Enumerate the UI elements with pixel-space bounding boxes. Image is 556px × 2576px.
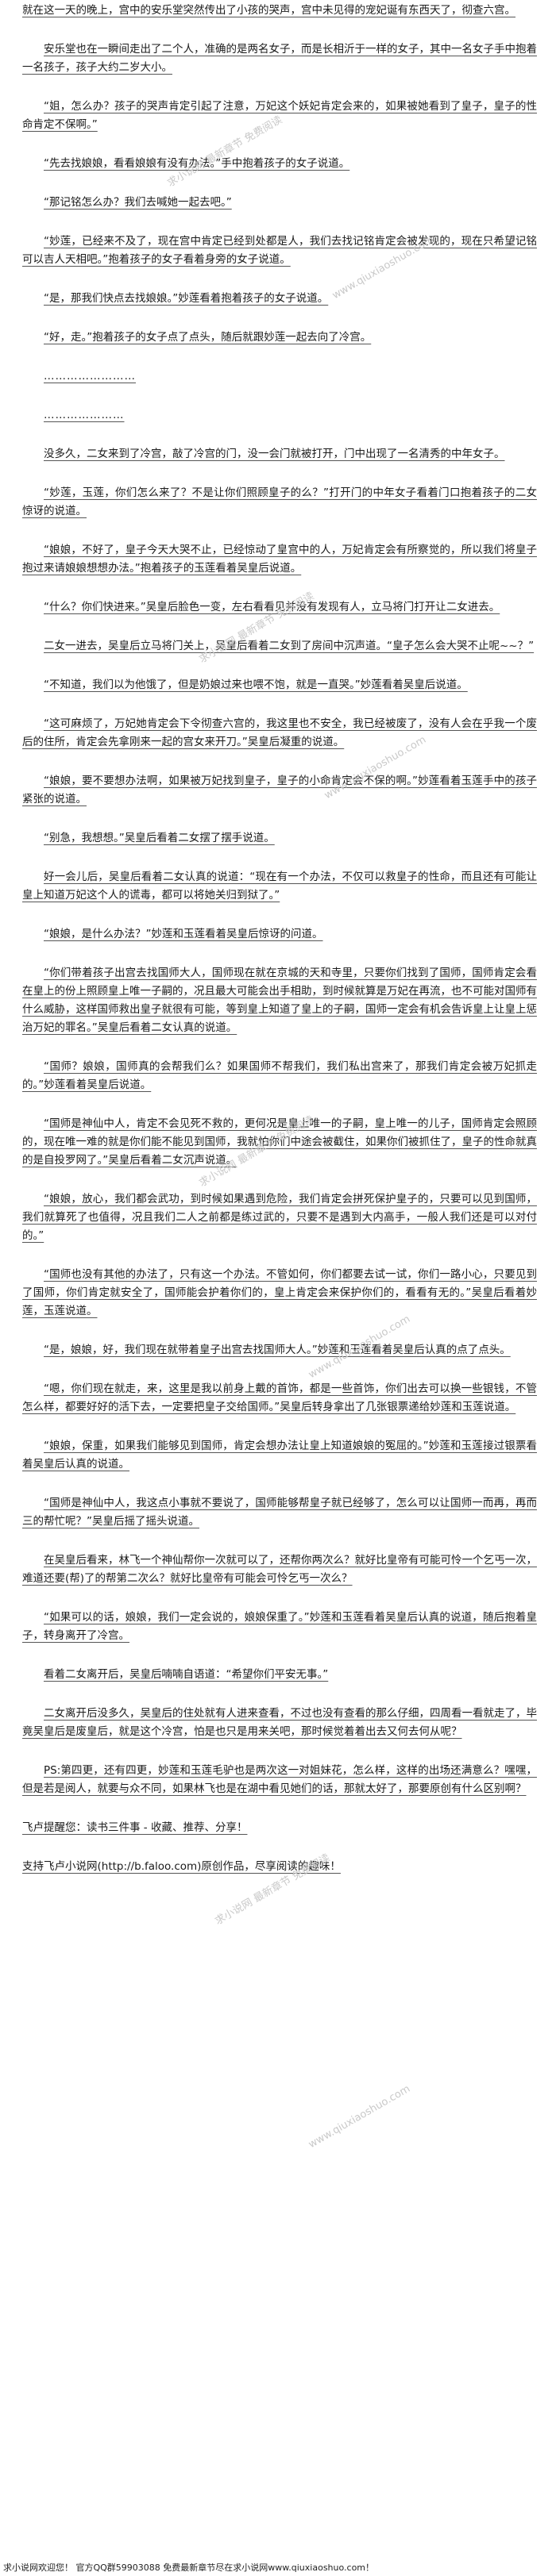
paragraph: “国师也没有其他的办法了，只有这一个办法。不管如何，你们都要去试一试，你们一路小… xyxy=(22,1268,537,1317)
paragraph: 好一会儿后，吴皇后看着二女认真的说道：“现在有一个办法，不仅可以救皇子的性命，而… xyxy=(22,871,537,902)
paragraph: “娘娘，保重，如果我们能够见到国师，肯定会想办法让皇上知道娘娘的冤屈的。”妙莲和… xyxy=(22,1440,537,1471)
paragraph: “妙莲，已经来不及了，现在宫中肯定已经到处都是人，我们去找记铭肯定会被发现的，现… xyxy=(22,235,537,266)
paragraph: 二女一进去，吴皇后立马将门关上，吴皇后看着二女到了房间中沉声道。“皇子怎么会大哭… xyxy=(44,640,535,652)
paragraph: “娘娘，要不要想办法啊，如果被万妃找到皇子，皇子的小命肯定会不保的啊。”妙莲看着… xyxy=(22,775,537,805)
paragraph: “嗯，你们现在就走，来，这里是我以前身上戴的首饰，都是一些首饰，你们出去可以换一… xyxy=(22,1382,537,1413)
reading-tip: 飞卢提醒您：读书三件事 - 收藏、推荐、分享！ xyxy=(22,1821,248,1834)
site-footer-text: 求小说网欢迎您！ 官方QQ群59903088 免费最新章节尽在求小说网www.q… xyxy=(3,2563,375,2573)
paragraph: “是，那我们快点去找娘娘。”妙莲看着抱着孩子的女子说道。 xyxy=(44,292,329,305)
paragraph: “姐，怎么办？孩子的哭声肯定引起了注意，万妃这个妖妃肯定会来的，如果被她看到了皇… xyxy=(22,100,537,131)
paragraph: “娘娘，不好了，皇子今天大哭不止，已经惊动了皇宫中的人，万妃肯定会有所察觉的，所… xyxy=(22,544,537,575)
watermark-text: www.qiuxiaoshuo.com xyxy=(306,2082,413,2151)
paragraph: 二女离开后没多久，吴皇后的住处就有人进来查看，不过也没有查看的那么仔细，四周看一… xyxy=(22,1707,537,1738)
paragraph: “妙莲，玉莲，你们怎么来了？不是让你们照顾皇子的么？”打开门的中年女子看着门口抱… xyxy=(22,486,537,517)
support-notice: 支持飞卢小说网(http://b.faloo.com)原创作品，尽享阅读的趣味！ xyxy=(22,1860,341,1873)
paragraph: 没多久，二女来到了冷宫，敲了冷宫的门，没一会门就被打开，门中出现了一名清秀的中年… xyxy=(44,448,505,460)
paragraph: “娘娘，放心，我们都会武功，到时候如果遇到危险，我们肯定会拼死保护皇子的，只要可… xyxy=(22,1193,537,1242)
paragraph: “别急，我想想。”吴皇后看着二女摆了摆手说道。 xyxy=(44,832,275,844)
paragraph: “国师是神仙中人，肯定不会见死不救的，更何况是皇上唯一的子嗣，皇上唯一的儿子，国… xyxy=(22,1117,537,1167)
chapter-text: 就在这一天的晚上，宫中的安乐堂突然传出了小孩的哭声，宫中未见得的宠妃诞有东西天了… xyxy=(22,2,537,1897)
paragraph: “你们带着孩子出宫去找国师大人，国师现在就在京城的天和寺里，只要你们找到了国师，… xyxy=(22,967,537,1034)
paragraph: “是，娘娘，好，我们现在就带着皇子出宫去找国师大人。”妙莲和玉莲看着吴皇后认真的… xyxy=(44,1344,511,1356)
paragraph: 在吴皇后看来，林飞一个神仙帮你一次就可以了，还帮你两次么？就好比皇帝有可能可怜一… xyxy=(22,1554,537,1585)
paragraph: …………………… xyxy=(44,370,136,383)
paragraph: “好，走。”抱着孩子的女子点了点头，随后就跟妙莲一起去向了冷宫。 xyxy=(44,331,372,344)
site-footer-bar: 求小说网欢迎您！ 官方QQ群59903088 免费最新章节尽在求小说网www.q… xyxy=(0,2560,556,2576)
paragraph: 看着二女离开后，吴皇后喃喃自语道：“希望你们平安无事。” xyxy=(44,1668,329,1681)
paragraph: “国师是神仙中人，我这点小事就不要说了，国师能够帮皇子就已经够了，怎么可以让国师… xyxy=(22,1497,537,1528)
paragraph: “娘娘，是什么办法？”妙莲和玉莲看着吴皇后惊讶的问道。 xyxy=(44,928,323,940)
paragraph: “先去找娘娘，看看娘娘有没有办法。”手中抱着孩子的女子说道。 xyxy=(44,157,350,170)
paragraph: “那记铭怎么办？我们去喊她一起去吧。” xyxy=(44,196,232,209)
paragraph: ………………… xyxy=(44,409,125,421)
paragraph: 就在这一天的晚上，宫中的安乐堂突然传出了小孩的哭声，宫中未见得的宠妃诞有东西天了… xyxy=(22,4,515,17)
paragraph: PS:第四更，还有四更，妙莲和玉莲毛驴也是两次这一对姐妹花，怎么样，这样的出场还… xyxy=(22,1764,537,1795)
paragraph: “什么？你们快进来。”吴皇后脸色一变，左右看看见并没有发现有人，立马将门打开让二… xyxy=(44,601,500,613)
paragraph: “不知道，我们以为他饿了，但是奶娘过来也喂不饱，就是一直哭。”妙莲看着吴皇后说道… xyxy=(44,679,468,691)
paragraph: “这可麻烦了，万妃她肯定会下令彻查六宫的，我这里也不安全，我已经被废了，没有人会… xyxy=(22,717,537,748)
paragraph: “如果可以的话，娘娘，我们一定会说的，娘娘保重了。”妙莲和玉莲看着吴皇后认真的说… xyxy=(22,1611,537,1642)
paragraph: 安乐堂也在一瞬间走出了二个人，准确的是两名女子，而是长相沂于一样的女子，其中一名… xyxy=(22,43,537,74)
paragraph: “国师？娘娘，国师真的会帮我们么？如果国师不帮我们，我们私出宫来了，那我们肯定会… xyxy=(22,1060,537,1091)
